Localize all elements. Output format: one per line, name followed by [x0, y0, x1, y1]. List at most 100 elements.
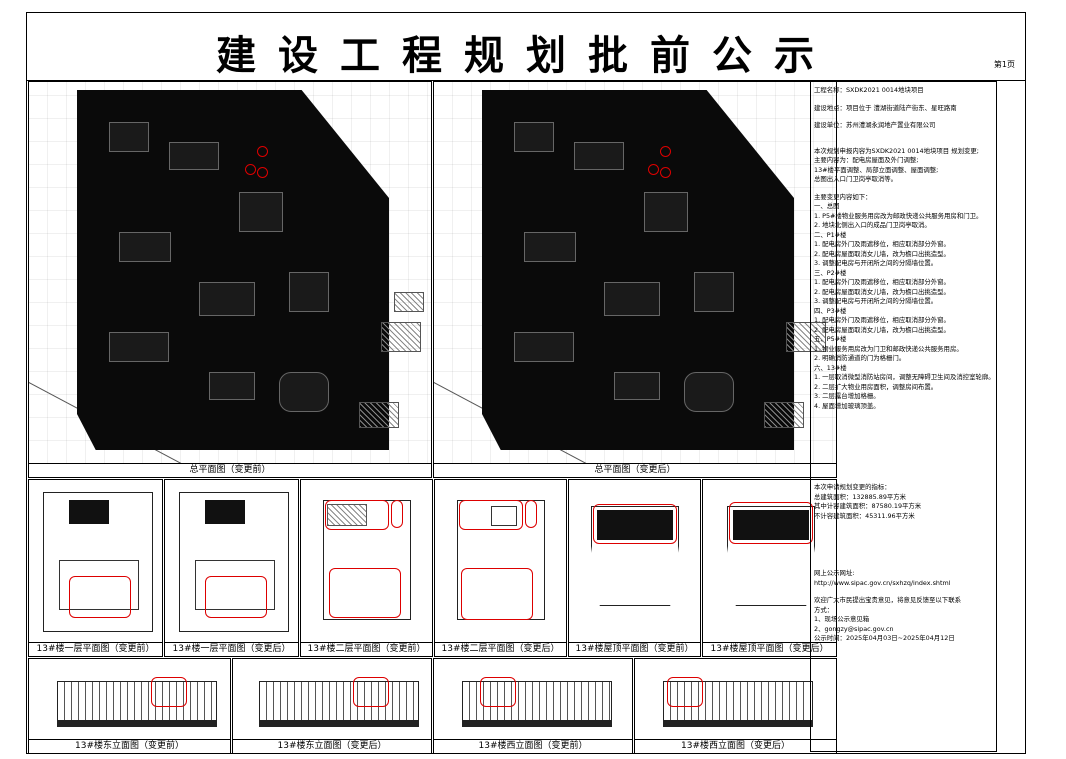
change-marker	[257, 167, 268, 178]
change-line: 4. 屋面增加玻璃顶盖。	[814, 401, 880, 410]
change-cloud	[391, 500, 403, 528]
change-cloud	[329, 568, 401, 618]
building	[684, 372, 734, 412]
building	[119, 232, 171, 262]
plan-outline	[179, 492, 289, 632]
change-marker	[648, 164, 659, 175]
change-line: 2. 地块北侧出入口的成品门卫岗亭取消。	[814, 221, 931, 229]
web-link[interactable]: http://www.sipac.gov.cn/sxhzq/index.shtm…	[814, 578, 951, 587]
plan-room	[195, 560, 275, 610]
change-cloud	[480, 677, 516, 707]
building	[604, 282, 660, 316]
facade	[57, 681, 217, 721]
web-line: 网上公示网址:	[814, 569, 855, 577]
building	[239, 192, 283, 232]
change-line: 六、13#楼	[814, 363, 847, 372]
page-number: 第1页	[993, 60, 1015, 69]
indicator-line: 其中计容建筑面积：87580.19平方米	[814, 502, 922, 510]
change-line: 2. 配电房屋面取消女儿墙，改为檐口出挑造型。	[814, 325, 950, 334]
roof-glass	[733, 510, 809, 540]
facade	[663, 681, 813, 721]
change-marker	[245, 164, 256, 175]
contact-line[interactable]: 2、gongzy@sipac.gov.cn	[814, 624, 894, 633]
change-cloud	[69, 576, 131, 618]
building	[644, 192, 688, 232]
floor-plan-1f-after: 13#楼一层平面图（变更后）	[164, 479, 299, 657]
info-column: 工程名称：SXDK2021 0014地块项目 建设地点：项目位于 澧湖街道陆产街…	[810, 81, 997, 752]
facade-base	[462, 721, 612, 727]
change-line: 2. 配电房屋面取消女儿墙，改为檐口出挑造型。	[814, 249, 950, 258]
plan-core	[205, 500, 245, 524]
change-line: 1. 配电房外门及雨遮移位，相应取消部分外窗。	[814, 316, 950, 324]
caption: 13#楼一层平面图（变更后）	[165, 642, 298, 656]
site-plan-after: 总平面图（变更后）	[433, 81, 837, 478]
contact-line: 1、现场公示意见箱	[814, 615, 870, 623]
contact-line: 公示时间：2025年04月03日~2025年04月12日	[814, 634, 955, 642]
neighbor-building	[786, 322, 826, 352]
change-line: 3. 调整配电房与开闭所之间的分隔墙位置。	[814, 259, 938, 267]
caption: 13#楼二层平面图（变更后）	[435, 642, 566, 656]
building	[199, 282, 255, 316]
plan-room	[491, 506, 517, 526]
elevation-west-after: 13#楼西立面图（变更后）	[634, 658, 837, 754]
project-unit: 建设单位：苏州澧湖永润地产置业有限公司	[814, 121, 936, 129]
change-line: 1. P5#楼物业服务用房改为邮政快递公共服务用房和门卫。	[814, 211, 983, 220]
building	[109, 122, 149, 152]
change-cloud	[151, 677, 187, 707]
change-cloud	[205, 576, 267, 618]
floor-plan-2f-before: 13#楼二层平面图（变更前）	[300, 479, 433, 657]
change-line: 3. 二层露台增加格栅。	[814, 392, 880, 400]
neighbor-building	[764, 402, 804, 428]
intro-line: 本次规划申报内容为SXDK2021 0014地块项目 规划变更;	[814, 146, 979, 155]
change-cloud	[325, 500, 389, 530]
indicator-line: 不计容建筑面积：45311.96平方米	[814, 511, 915, 520]
change-cloud	[593, 504, 677, 544]
indicator-line: 本次申请规划变更的指标：	[814, 483, 891, 491]
neighbor-building	[394, 292, 424, 312]
plan-room	[59, 560, 139, 610]
page-title: 建设工程规划批前公示	[216, 32, 836, 79]
facade-base	[57, 721, 217, 727]
site-plan-before: 总平面图（变更前）	[28, 81, 432, 478]
building	[694, 272, 734, 312]
change-marker	[660, 167, 671, 178]
change-cloud	[459, 500, 523, 530]
intro-line: 总图出入口门卫岗亭取消等。	[814, 175, 898, 183]
caption: 13#楼一层平面图（变更前）	[29, 642, 162, 656]
change-line: 主要变更内容如下：	[814, 192, 872, 201]
change-cloud	[729, 502, 813, 544]
change-line: 四、P3#楼	[814, 306, 847, 315]
floor-plan-1f-before: 13#楼一层平面图（变更前）	[28, 479, 163, 657]
contact-line: 方式：	[814, 605, 834, 614]
project-location: 建设地点：项目位于 澧湖街道陆产街东、星旺路南	[814, 103, 957, 112]
facade-base	[259, 721, 419, 727]
caption: 13#楼东立面图（变更前）	[29, 739, 230, 753]
caption: 13#楼西立面图（变更后）	[635, 739, 836, 753]
change-line: 2. 明确消防通道的门为格栅门。	[814, 354, 906, 362]
change-line: 二、P1#楼	[814, 230, 847, 239]
plan-core	[69, 500, 109, 524]
project-name: 工程名称：SXDK2021 0014地块项目	[814, 86, 924, 94]
change-marker	[257, 146, 268, 157]
change-cloud	[353, 677, 389, 707]
neighbor-building	[381, 322, 421, 352]
intro-line: 主要内容为：配电房屋面及外门调整;	[814, 156, 919, 164]
elevation-east-after: 13#楼东立面图（变更后）	[232, 658, 432, 754]
building	[524, 232, 576, 262]
building	[209, 372, 255, 400]
title-bar: 建设工程规划批前公示 第1页	[27, 13, 1025, 81]
facade-base	[663, 721, 813, 727]
change-line: 1. 配电房外门及雨遮移位，相应取消部分外窗。	[814, 240, 950, 248]
change-line: 1. 一层取消微型消防站房间，调整无障碍卫生间及消控室轮廓。	[814, 373, 995, 381]
building	[169, 142, 219, 170]
change-line: 1. 配电房外门及雨遮移位，相应取消部分外窗。	[814, 278, 950, 286]
elevation-west-before: 13#楼西立面图（变更前）	[433, 658, 633, 754]
notice-board: 建设工程规划批前公示 第1页	[26, 12, 1026, 754]
roof-glass	[597, 510, 673, 540]
change-cloud	[667, 677, 703, 707]
change-cloud	[461, 568, 533, 620]
change-line: 1. 物业服务用房改为门卫和邮政快递公共服务用房。	[814, 344, 963, 353]
change-line: 三、P2#楼	[814, 268, 847, 277]
change-line: 2. 配电房屋面取消女儿墙，改为檐口出挑造型。	[814, 287, 950, 296]
building	[109, 332, 169, 362]
